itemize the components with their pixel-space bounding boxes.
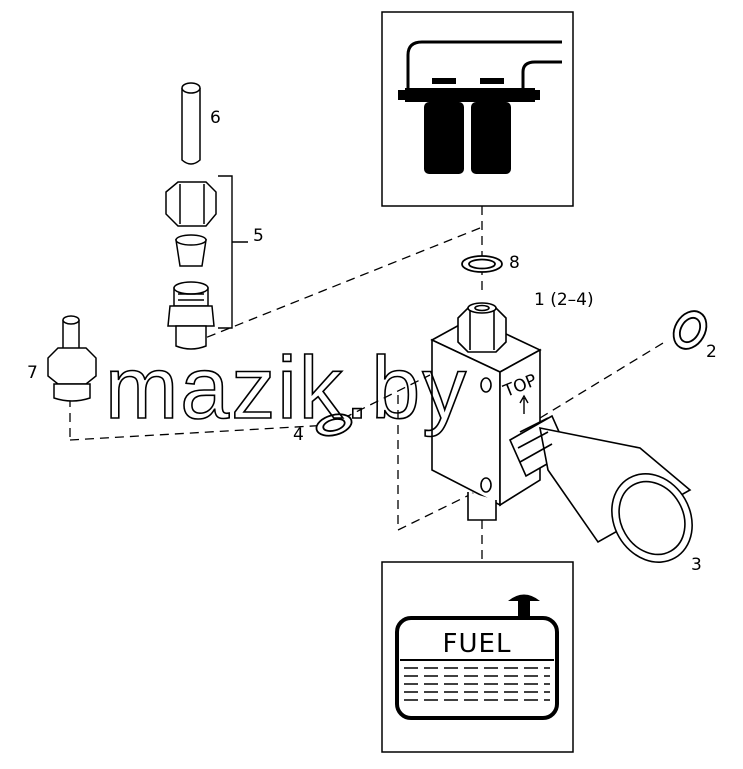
seal-part (315, 413, 353, 437)
pipe-part (181, 82, 201, 165)
callout-pipe: 6 (210, 108, 221, 128)
callout-nipple: 7 (27, 363, 38, 383)
fuel-tank-icon: FUEL (381, 561, 574, 753)
fuel-tank-label: FUEL (443, 629, 512, 659)
callout-seal: 4 (293, 425, 304, 445)
callout-assembly: 1 (2–4) (534, 290, 594, 310)
callout-heater: 3 (691, 555, 702, 575)
valve-housing-part (430, 302, 542, 521)
ring-part (672, 310, 708, 350)
fuel-filter-assembly-icon (381, 11, 574, 207)
callout-ring: 2 (706, 342, 717, 362)
oring-part (461, 255, 503, 273)
heater-part (508, 414, 693, 563)
watermark-text: mazik.by (105, 338, 468, 437)
assembly-leader-lines (69, 206, 669, 562)
top-arrow-icon (519, 394, 529, 414)
fitting-bracket (218, 175, 248, 329)
nipple-part (47, 315, 97, 402)
callout-oring: 8 (509, 253, 520, 273)
fitting-part (165, 181, 217, 350)
callout-fitting: 5 (253, 226, 264, 246)
